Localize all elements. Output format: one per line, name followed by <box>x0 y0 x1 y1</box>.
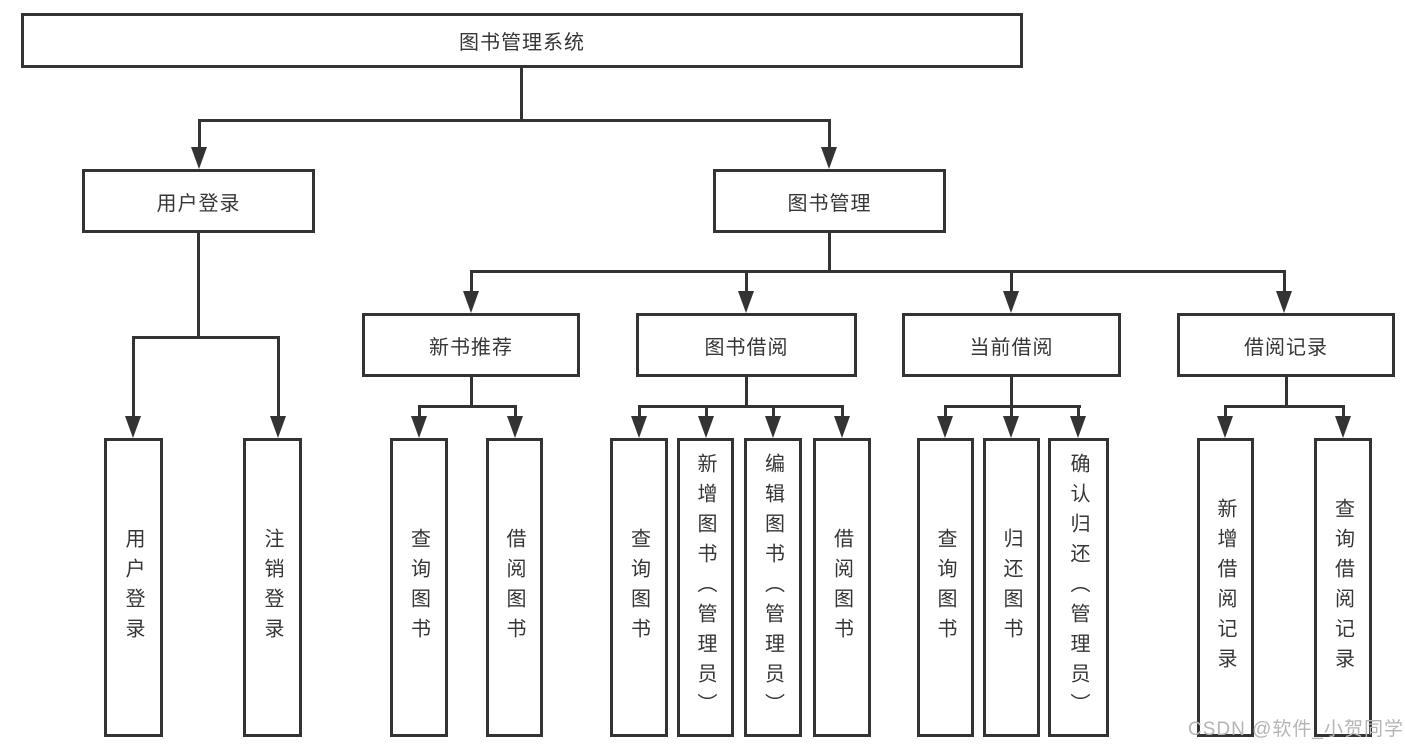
leaf-add-borrow-record: 新增借阅记录 <box>1197 438 1254 737</box>
arrowhead-icon <box>1335 416 1351 438</box>
connector-line <box>705 405 708 418</box>
node-new-book-recommend: 新书推荐 <box>362 313 580 377</box>
leaf-query-borrow-record: 查询借阅记录 <box>1314 438 1372 737</box>
connector-line <box>1224 405 1227 418</box>
arrowhead-icon <box>463 291 479 313</box>
node-borrow-records: 借阅记录 <box>1177 313 1395 377</box>
arrowhead-icon <box>507 416 523 438</box>
arrowhead-icon <box>937 416 953 438</box>
connector-line <box>828 119 831 150</box>
connector-line <box>1285 377 1288 408</box>
connector-line <box>514 405 517 418</box>
leaf-query-books-recommend: 查询图书 <box>390 438 448 737</box>
connector-line <box>944 405 947 418</box>
node-current-borrowing: 当前借阅 <box>902 313 1121 377</box>
connector-line <box>470 270 1286 273</box>
node-book-management-system: 图书管理系统 <box>21 13 1023 68</box>
connector-line <box>197 233 200 339</box>
connector-line <box>418 405 517 408</box>
connector-line <box>132 336 280 339</box>
arrowhead-icon <box>125 416 141 438</box>
arrowhead-icon <box>631 416 647 438</box>
leaf-user-login: 用户登录 <box>104 438 163 737</box>
node-user-login: 用户登录 <box>82 169 315 233</box>
connector-line <box>1283 270 1286 293</box>
connector-line <box>132 336 135 418</box>
leaf-add-books-admin: 新增图书（管理员） <box>677 438 734 737</box>
connector-line <box>1010 405 1013 418</box>
arrowhead-icon <box>1003 291 1019 313</box>
connector-line <box>198 119 201 150</box>
csdn-watermark: CSDN @软件_小贺同学 <box>1188 719 1404 740</box>
connector-line <box>745 377 748 408</box>
connector-line <box>638 405 641 418</box>
leaf-confirm-return-admin: 确认归还（管理员） <box>1048 438 1109 737</box>
leaf-return-books: 归还图书 <box>983 438 1040 737</box>
leaf-logout: 注销登录 <box>243 438 302 737</box>
connector-line <box>520 68 523 122</box>
connector-line <box>1224 405 1345 408</box>
connector-line <box>1010 270 1013 293</box>
arrowhead-icon <box>1276 291 1292 313</box>
connector-line <box>198 119 831 122</box>
arrowhead-icon <box>1070 416 1086 438</box>
arrowhead-icon <box>1217 416 1233 438</box>
connector-line <box>470 377 473 408</box>
arrowhead-icon <box>765 416 781 438</box>
connector-line <box>841 405 844 418</box>
connector-line <box>638 405 844 408</box>
connector-line <box>1077 405 1080 418</box>
connector-line <box>1010 377 1013 408</box>
leaf-query-books-borrowing: 查询图书 <box>610 438 668 737</box>
node-book-borrowing: 图书借阅 <box>636 313 857 377</box>
arrowhead-icon <box>411 416 427 438</box>
leaf-edit-books-admin: 编辑图书（管理员） <box>744 438 802 737</box>
arrowhead-icon <box>191 147 207 169</box>
arrowhead-icon <box>270 416 286 438</box>
arrowhead-icon <box>834 416 850 438</box>
connector-line <box>470 270 473 293</box>
leaf-query-books-current: 查询图书 <box>917 438 974 737</box>
leaf-borrow-books: 借阅图书 <box>813 438 871 737</box>
leaf-borrow-books-recommend: 借阅图书 <box>486 438 543 737</box>
connector-line <box>745 270 748 293</box>
arrowhead-icon <box>738 291 754 313</box>
arrowhead-icon <box>821 147 837 169</box>
arrowhead-icon <box>1003 416 1019 438</box>
arrowhead-icon <box>698 416 714 438</box>
connector-line <box>277 336 280 418</box>
node-book-management: 图书管理 <box>713 169 946 233</box>
connector-line <box>1342 405 1345 418</box>
connector-line <box>772 405 775 418</box>
connector-line <box>828 233 831 273</box>
connector-line <box>418 405 421 418</box>
